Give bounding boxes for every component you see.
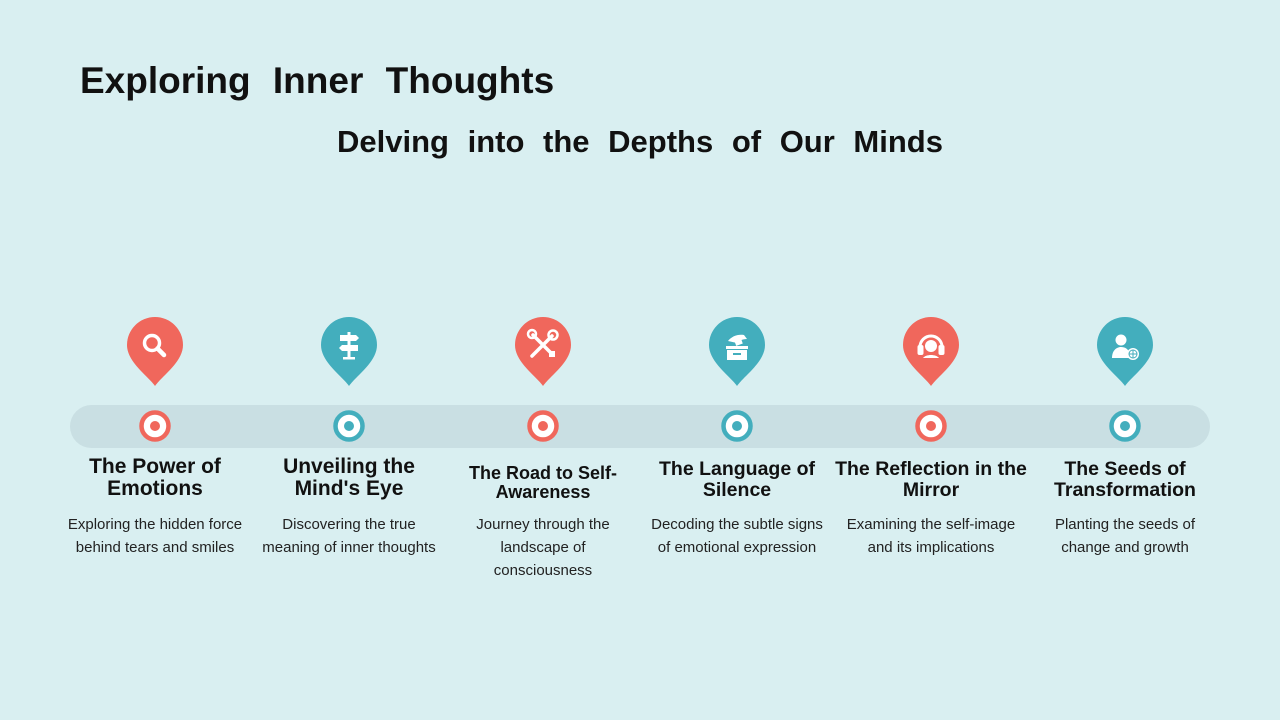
timeline-node (721, 410, 753, 442)
timeline-node (1109, 410, 1141, 442)
map-pin-marker (259, 316, 439, 391)
step-title: The Reflection in the Mirror (835, 458, 1027, 501)
timeline-node (333, 410, 365, 442)
step-title: The Seeds of Transformation (1054, 458, 1196, 501)
timeline-step: Unveiling the Mind's Eye Discovering the… (259, 0, 439, 720)
user-globe-icon (1112, 334, 1139, 360)
timeline-step: The Power of Emotions Exploring the hidd… (65, 0, 245, 720)
step-title: The Road to Self-Awareness (469, 463, 617, 502)
step-description: Planting the seeds of change and growth (1054, 516, 1196, 556)
ballot-box-icon (726, 334, 748, 360)
timeline-track (70, 405, 1210, 448)
timeline-node (527, 410, 559, 442)
timeline-step: The Language of Silence Decoding the sub… (647, 0, 827, 720)
magnifier-icon (142, 333, 167, 358)
timeline-step: The Reflection in the Mirror Examining t… (835, 0, 1027, 720)
page-title: Exploring Inner Thoughts (80, 60, 555, 101)
timeline-node (915, 410, 947, 442)
step-description: Journey through the landscape of conscio… (476, 516, 610, 579)
map-pin-marker (65, 316, 245, 391)
page-subtitle: Delving into the Depths of Our Minds (337, 124, 943, 159)
step-description: Examining the self-image and its implica… (846, 516, 1016, 556)
step-title: Unveiling the Mind's Eye (283, 455, 415, 500)
step-description: Exploring the hidden force behind tears … (67, 516, 243, 556)
timeline-step: The Seeds of Transformation Planting the… (1035, 0, 1215, 720)
tools-icon (526, 328, 559, 358)
signpost-icon (339, 332, 359, 360)
step-description: Discovering the true meaning of inner th… (262, 516, 436, 556)
timeline-node (139, 410, 171, 442)
timeline-step: The Road to Self-Awareness Journey throu… (453, 0, 633, 720)
step-description: Decoding the subtle signs of emotional e… (651, 516, 823, 556)
headset-icon (917, 334, 945, 358)
map-pin-marker (453, 316, 633, 391)
step-title: The Language of Silence (659, 458, 815, 501)
map-pin-marker (647, 316, 827, 391)
step-title: The Power of Emotions (89, 455, 221, 500)
map-pin-marker (841, 316, 1021, 391)
map-pin-marker (1035, 316, 1215, 391)
